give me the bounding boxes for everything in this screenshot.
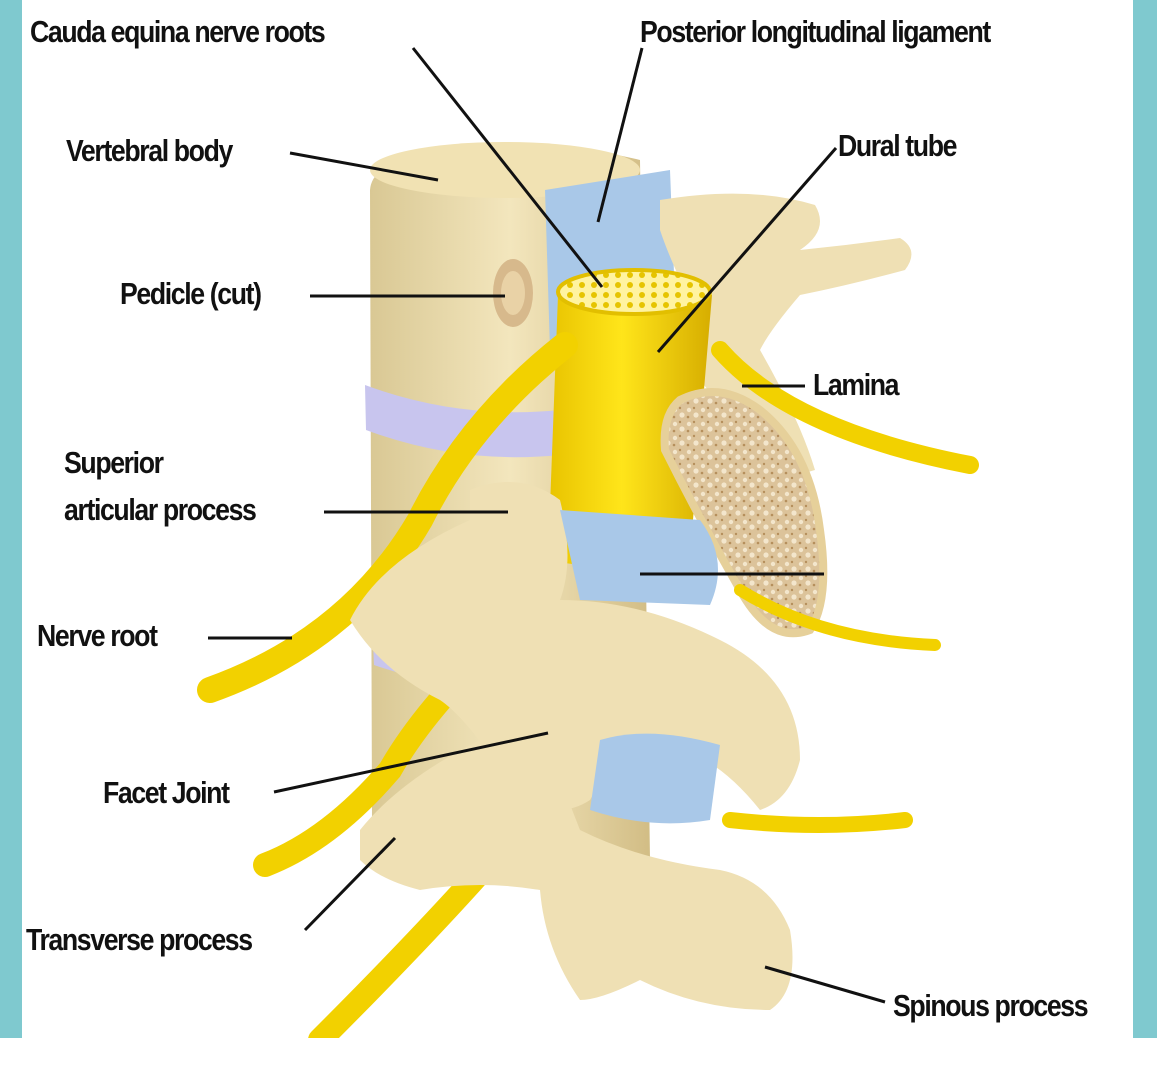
label-transverse-process: Transverse process xyxy=(26,922,252,958)
ligamentum-flavum-upper xyxy=(560,510,718,605)
label-superior-articular-line2: articular process xyxy=(64,492,255,528)
label-nerve-root: Nerve root xyxy=(37,618,157,654)
bottom-white-band xyxy=(0,1038,1157,1072)
label-superior-articular-line1: Superior xyxy=(64,445,163,481)
label-cauda-equina: Cauda equina nerve roots xyxy=(30,14,324,50)
label-spinous-process: Spinous process xyxy=(893,988,1087,1024)
label-vertebral-body: Vertebral body xyxy=(66,133,232,169)
label-facet-joint: Facet Joint xyxy=(103,775,229,811)
label-lamina: Lamina xyxy=(813,367,898,403)
label-dural-tube: Dural tube xyxy=(838,128,956,164)
label-posterior-longitudinal-ligament: Posterior longitudinal ligament xyxy=(640,14,990,50)
label-pedicle: Pedicle (cut) xyxy=(120,276,261,312)
ligamentum-flavum-lower xyxy=(590,734,720,824)
